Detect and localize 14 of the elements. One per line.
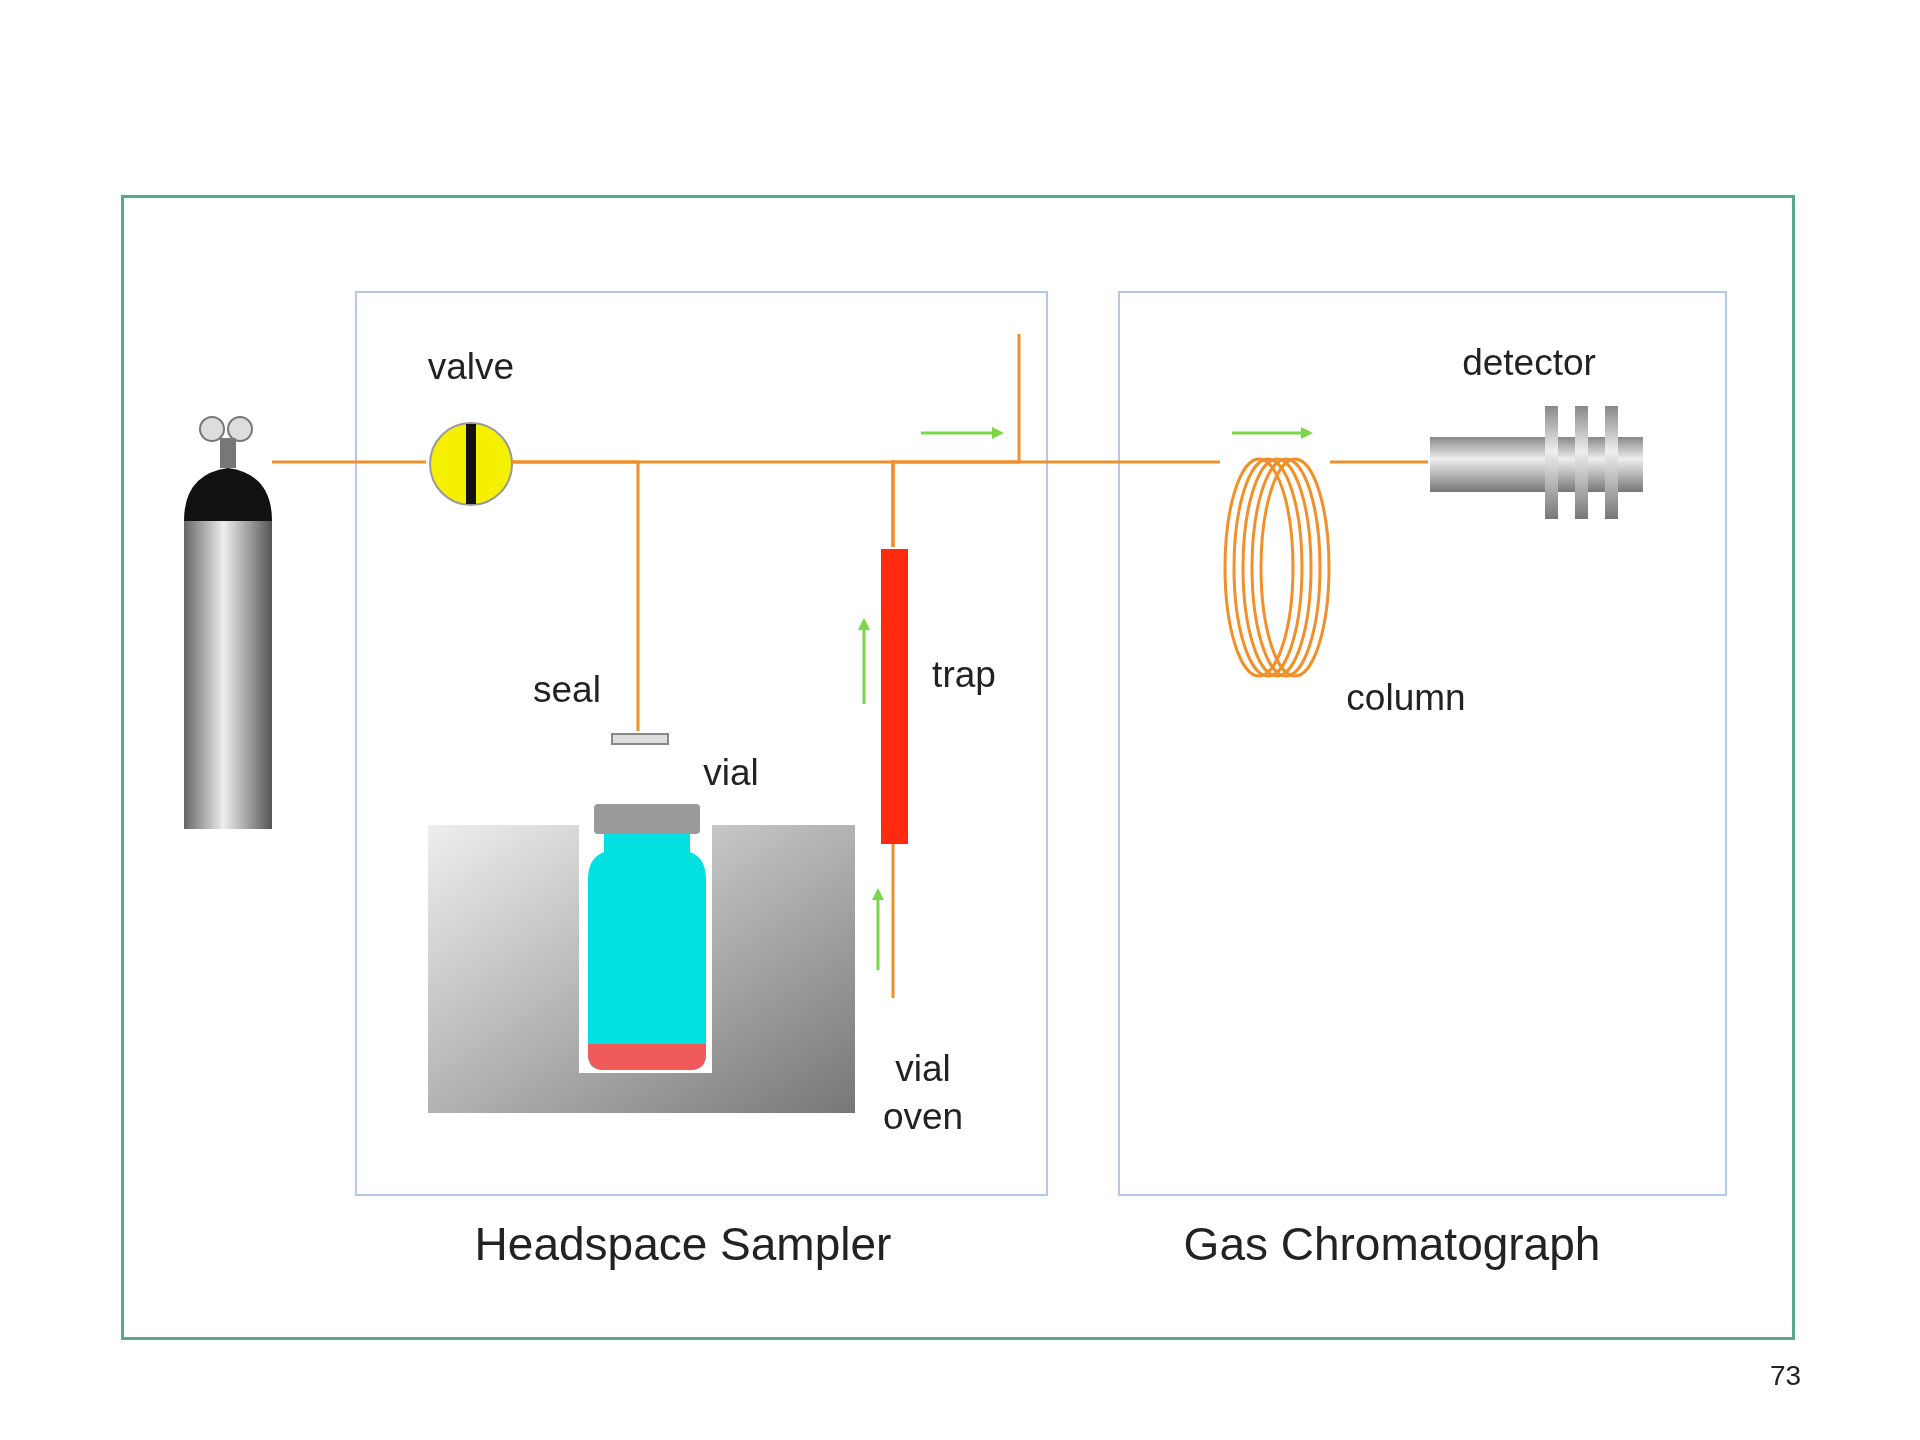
section-title: Headspace Sampler [473, 1217, 893, 1272]
component-label: trap [931, 653, 997, 697]
component-label: vial oven [881, 1047, 965, 1140]
component-label: valve [426, 345, 516, 389]
pipe-line [891, 842, 895, 998]
component-label: seal [532, 668, 602, 712]
pipe-line [272, 460, 426, 464]
pipe-line [891, 334, 1021, 547]
pipe-line [1330, 460, 1428, 464]
component-label: detector [1461, 341, 1597, 385]
component-label: vial [702, 751, 760, 795]
section-title: Gas Chromatograph [1182, 1217, 1602, 1272]
page-number: 73 [1770, 1360, 1802, 1392]
component-label: column [1345, 676, 1467, 720]
